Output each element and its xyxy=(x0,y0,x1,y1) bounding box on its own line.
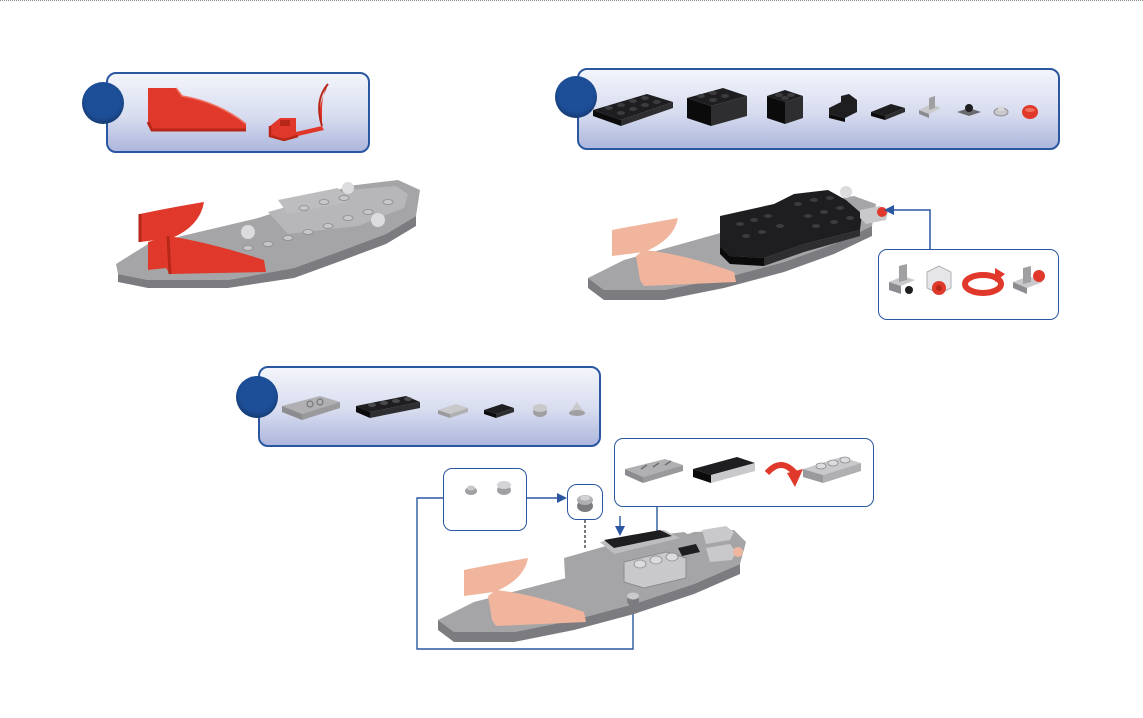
grey-bracket-icon xyxy=(885,262,919,302)
step-3-right-callout-panel xyxy=(614,438,874,507)
step-1-model-illustration xyxy=(108,172,438,302)
black-plate-2x6-icon xyxy=(591,88,675,128)
grey-bracket-icon xyxy=(915,94,945,124)
grey-plate-1x2-icon xyxy=(436,398,470,424)
red-rotate-arrow-icon xyxy=(961,264,1005,304)
red-curved-wing-right-icon xyxy=(266,80,336,144)
red-pin-connector-icon xyxy=(923,262,957,302)
black-brick-2x4-icon xyxy=(685,84,749,128)
grey-plate-with-studs-icon xyxy=(801,453,863,487)
red-round-cap-icon xyxy=(1019,100,1041,122)
step-2-model-illustration xyxy=(584,186,894,306)
dark-clip-icon xyxy=(955,100,985,124)
step-3-left-callout-panel xyxy=(443,468,527,531)
assembled-bracket-icon xyxy=(1009,262,1051,302)
black-plate-1x2-icon xyxy=(482,398,516,424)
step-2-parts-panel xyxy=(577,68,1060,150)
grey-round-plate-icon xyxy=(991,102,1011,122)
step-3-round-piece-callout xyxy=(567,484,603,520)
black-slope-1x2-icon xyxy=(827,92,861,126)
grey-round-brick-icon xyxy=(530,398,550,420)
grey-cone-icon xyxy=(566,398,588,420)
grey-round-brick-icon xyxy=(494,477,514,497)
red-flip-arrow-icon xyxy=(761,455,805,495)
black-plate-1x6-icon xyxy=(354,394,422,422)
step-1-parts-panel xyxy=(106,72,370,153)
step-3-parts-panel xyxy=(258,366,601,447)
step-1-number-badge xyxy=(82,82,124,124)
black-brick-2x2-icon xyxy=(765,84,807,128)
step-3-model-illustration xyxy=(434,524,754,644)
black-plate-sub-icon xyxy=(691,455,757,485)
step-3-number-badge xyxy=(236,376,278,418)
grey-round-plate-icon xyxy=(462,481,480,497)
grey-tile-2x4-icon xyxy=(280,392,342,426)
step-2-callout-panel xyxy=(878,249,1059,320)
red-curved-wing-left-icon xyxy=(142,82,252,142)
grey-round-brick-icon xyxy=(573,490,597,514)
grey-tile-sub-icon xyxy=(623,457,685,487)
black-plate-1x2-icon xyxy=(869,100,907,124)
page-top-rule xyxy=(0,0,1143,1)
step-2-callout-arrow xyxy=(880,200,940,256)
step-2-number-badge xyxy=(555,76,597,118)
